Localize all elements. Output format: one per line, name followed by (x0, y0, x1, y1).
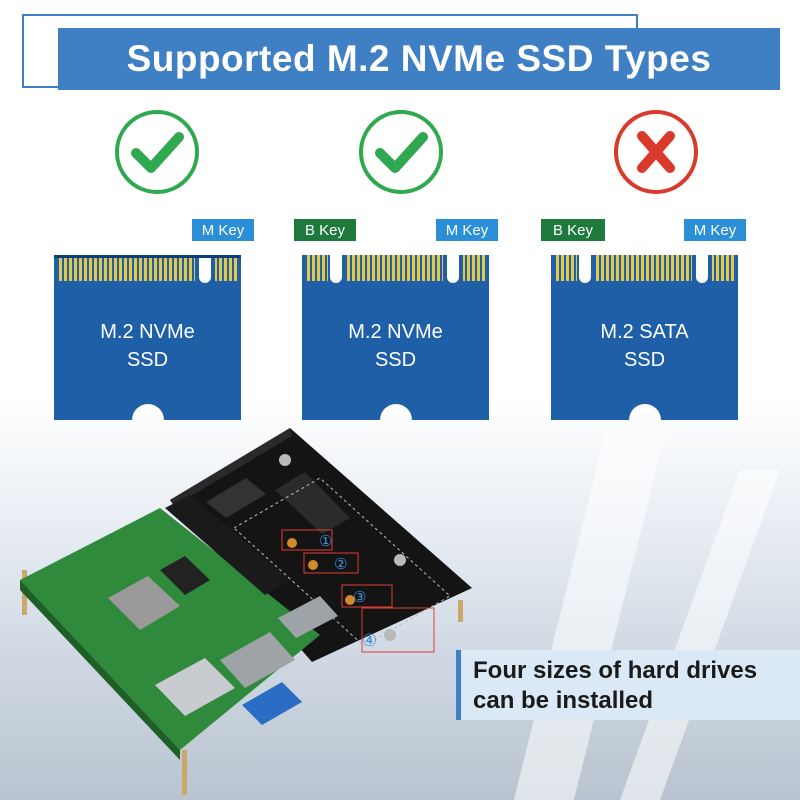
ssd-type-text: M.2 NVMe (348, 321, 443, 343)
m-key-tag: M Key (192, 219, 254, 241)
ssd-type-subtext: SSD (623, 349, 666, 371)
b-key-tag: B Key (294, 219, 356, 241)
caption-line-1: Four sizes of hard drives (473, 657, 758, 684)
ssd-card-label: M.2 NVMe SSD (54, 318, 241, 374)
check-icon (359, 110, 443, 194)
marker-1: ① (319, 532, 332, 550)
ssd-card-nvme-bm-key: M.2 NVMe SSD (302, 255, 489, 420)
ssd-card-label: M.2 SATA SSD (551, 318, 738, 374)
cross-icon (614, 110, 698, 194)
ssd-card-label: M.2 NVMe SSD (302, 318, 489, 374)
ssd-card-nvme-m-key: M.2 NVMe SSD (54, 255, 241, 420)
marker-2: ② (334, 555, 347, 573)
ssd-type-subtext: SSD (374, 349, 417, 371)
m-key-tag: M Key (684, 219, 746, 241)
caption-line-2: can be installed (473, 687, 654, 714)
ssd-card-sata: M.2 SATA SSD (551, 255, 738, 420)
marker-3: ③ (353, 588, 366, 606)
page-title: Supported M.2 NVMe SSD Types (58, 28, 780, 90)
check-icon (115, 110, 199, 194)
ssd-type-text: M.2 NVMe (100, 321, 195, 343)
caption-box: Four sizes of hard drives can be install… (456, 650, 800, 720)
ssd-type-text: M.2 SATA (600, 321, 689, 343)
raspberry-pi-hat-illustration: ① ② ③ ④ (20, 428, 472, 795)
marker-4: ④ (362, 631, 377, 651)
ssd-type-subtext: SSD (126, 349, 169, 371)
m-key-tag: M Key (436, 219, 498, 241)
b-key-tag: B Key (541, 219, 605, 241)
